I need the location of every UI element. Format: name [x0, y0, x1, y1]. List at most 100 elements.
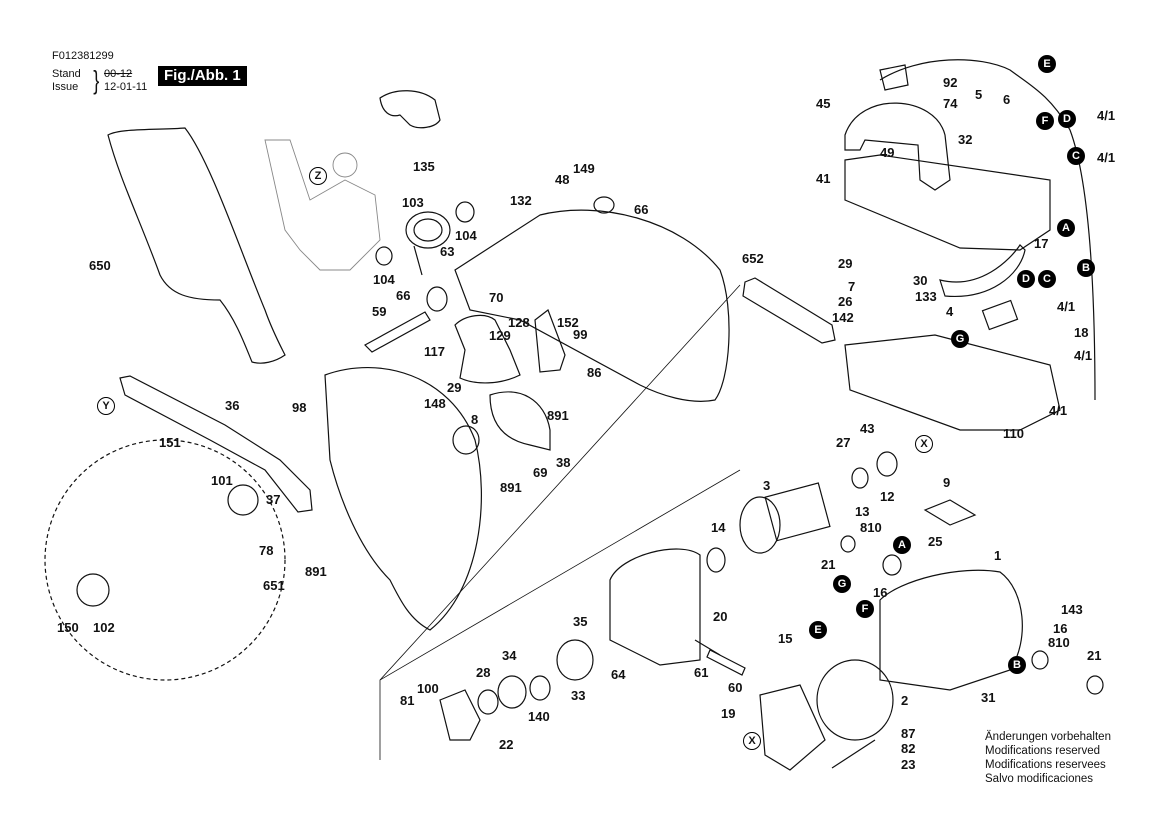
brace-symbol: }	[93, 65, 100, 95]
part-label: 48	[555, 172, 570, 187]
part-label: 70	[489, 290, 504, 305]
end-plate-22	[439, 689, 481, 741]
brush-cap-21b	[1086, 675, 1104, 695]
part-label: 101	[211, 473, 233, 488]
saw-blade-651	[44, 439, 286, 681]
part-label: 23	[901, 757, 916, 772]
part-label: 98	[292, 400, 307, 415]
switch-lever-30	[939, 244, 1026, 297]
part-label: 104	[373, 272, 395, 287]
ring-891	[452, 425, 480, 455]
issue-label: Issue	[52, 81, 79, 93]
washer-66-right	[593, 196, 615, 214]
armature-3	[739, 482, 831, 554]
part-label: 102	[93, 620, 115, 635]
part-label: 16	[1053, 621, 1068, 636]
reference-marker-c: C	[1067, 147, 1085, 165]
wrench-652	[742, 277, 836, 344]
part-label: 149	[573, 161, 595, 176]
reference-marker-b: B	[1077, 259, 1095, 277]
reference-marker-x: X	[915, 435, 933, 453]
reference-marker-g: G	[833, 575, 851, 593]
assembly-boundary	[379, 284, 741, 760]
part-label: 142	[832, 310, 854, 325]
part-label: 135	[413, 159, 435, 174]
part-label: 49	[880, 145, 895, 160]
part-label: 45	[816, 96, 831, 111]
part-label: 117	[424, 344, 445, 359]
bearing-13	[851, 467, 869, 489]
issue-value: 12-01-11	[104, 81, 148, 93]
drawing-number: F012381299	[52, 50, 114, 62]
part-label: 7	[848, 279, 856, 294]
part-label: 100	[417, 681, 439, 696]
part-label: 810	[860, 520, 882, 535]
notice-line-es: Salvo modificaciones	[985, 773, 1094, 785]
brush-holder-16b	[1031, 650, 1049, 670]
part-label: 6	[1003, 92, 1011, 107]
part-label: 59	[372, 304, 387, 319]
label-9	[923, 499, 977, 526]
part-label: 12	[880, 489, 895, 504]
part-label: 652	[742, 251, 764, 266]
part-label: 22	[499, 737, 514, 752]
part-label: 99	[573, 327, 588, 342]
part-label: 18	[1074, 325, 1089, 340]
part-label: 15	[778, 631, 793, 646]
figure-tag: Fig./Abb. 1	[158, 66, 247, 86]
part-label: 103	[402, 195, 424, 210]
part-label: 128	[508, 315, 530, 330]
reference-marker-b: B	[1008, 656, 1026, 674]
part-label: 8	[471, 412, 479, 427]
part-label: 891	[547, 408, 569, 423]
upper-blade-guard-132	[454, 209, 730, 402]
part-label: 78	[259, 543, 274, 558]
part-label: 66	[634, 202, 649, 217]
part-label: 92	[943, 75, 958, 90]
reference-marker-d: D	[1017, 270, 1035, 288]
part-label: 151	[159, 435, 181, 450]
guard-plate-38	[489, 391, 551, 451]
part-label: 34	[502, 648, 517, 663]
part-label: 38	[556, 455, 571, 470]
torsion-spring-103	[405, 211, 451, 276]
bushing-104-lower	[375, 246, 393, 266]
part-label: 61	[694, 665, 709, 680]
part-label: 4/1	[1097, 108, 1116, 123]
part-label: 4	[946, 304, 954, 319]
top-cover-41	[844, 154, 1051, 251]
part-label: 87	[901, 726, 916, 741]
part-label: 4/1	[1057, 299, 1076, 314]
part-label: 129	[489, 328, 511, 343]
motor-housing-1	[879, 569, 1023, 691]
part-label: 133	[915, 289, 937, 304]
handle-45	[844, 102, 951, 191]
notice-line-en: Modifications reserved	[985, 745, 1101, 757]
part-label: 650	[89, 258, 111, 273]
part-label: 64	[611, 667, 626, 682]
part-label: 36	[225, 398, 240, 413]
fan-baffle-19	[759, 684, 826, 771]
dust-bag-650	[107, 127, 286, 364]
brush-cap-21a	[840, 535, 856, 553]
circlip-140	[529, 675, 551, 701]
part-label: 21	[821, 557, 836, 572]
brush-holder-16a	[882, 554, 902, 576]
reference-marker-x: X	[743, 732, 761, 750]
part-label: 16	[873, 585, 888, 600]
reference-marker-f: F	[856, 600, 874, 618]
reference-marker-a: A	[1057, 219, 1075, 237]
part-label: 20	[713, 609, 728, 624]
washer-28	[477, 689, 499, 715]
gear-33	[556, 639, 594, 681]
part-label: 30	[913, 273, 928, 288]
stand-label: Stand	[52, 68, 81, 80]
reference-marker-y: Y	[97, 397, 115, 415]
part-label: 810	[1048, 635, 1070, 650]
field-coil-2	[816, 659, 894, 741]
part-label: 81	[400, 693, 415, 708]
reference-marker-f: F	[1036, 112, 1054, 130]
part-label: 19	[721, 706, 736, 721]
part-label: 63	[440, 244, 455, 259]
bearing-14	[706, 547, 726, 573]
